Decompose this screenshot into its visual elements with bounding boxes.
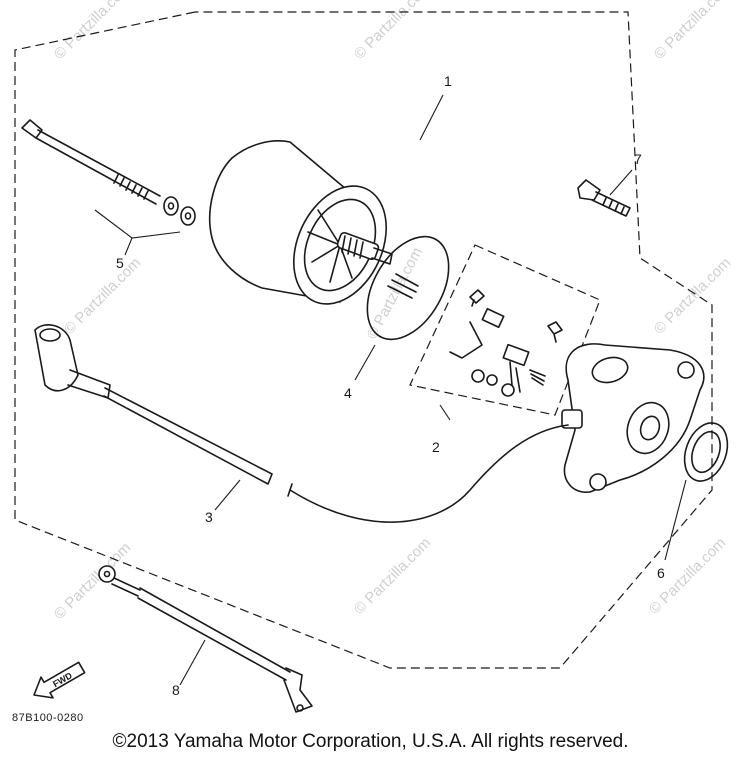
starter-end-cover [561,343,705,493]
oil-seal [664,422,729,561]
assembly-boundary [14,11,713,669]
callout-6: 6 [657,565,665,581]
fwd-arrow-icon: FWD [33,661,86,699]
washer [163,196,179,216]
leader-2 [439,404,451,421]
brush-group-boundary [409,244,601,416]
watermark: © Partzilla.com [651,254,734,337]
starter-motor-body [208,140,393,305]
watermark: © Partzilla.com [61,254,144,337]
washer [180,206,196,226]
watermark: © Partzilla.com [351,0,434,63]
diagram-code: 87B100-0280 [12,712,84,724]
ground-lead [98,565,313,713]
watermark: © Partzilla.com [351,534,434,617]
brush-parts [449,289,563,397]
callout-5: 5 [116,255,124,271]
copyright-notice: ©2013 Yamaha Motor Corporation, U.S.A. A… [112,731,629,752]
mounting-bolt [577,169,633,217]
through-bolt [21,119,43,139]
starter-cable [34,324,273,511]
callout-8: 8 [172,682,180,698]
callout-7: 7 [634,151,642,167]
through-bolt-set [21,119,196,256]
watermark: © Partzilla.com [651,0,734,63]
callout-2: 2 [432,439,440,455]
leader-1 [419,94,444,141]
callout-4: 4 [344,385,352,401]
callout-1: 1 [444,73,452,89]
bearing-boss [626,401,670,455]
callout-3: 3 [205,509,213,525]
o-ring [354,235,450,381]
lead-wire [289,424,569,523]
watermark: © Partzilla.com [51,0,134,63]
